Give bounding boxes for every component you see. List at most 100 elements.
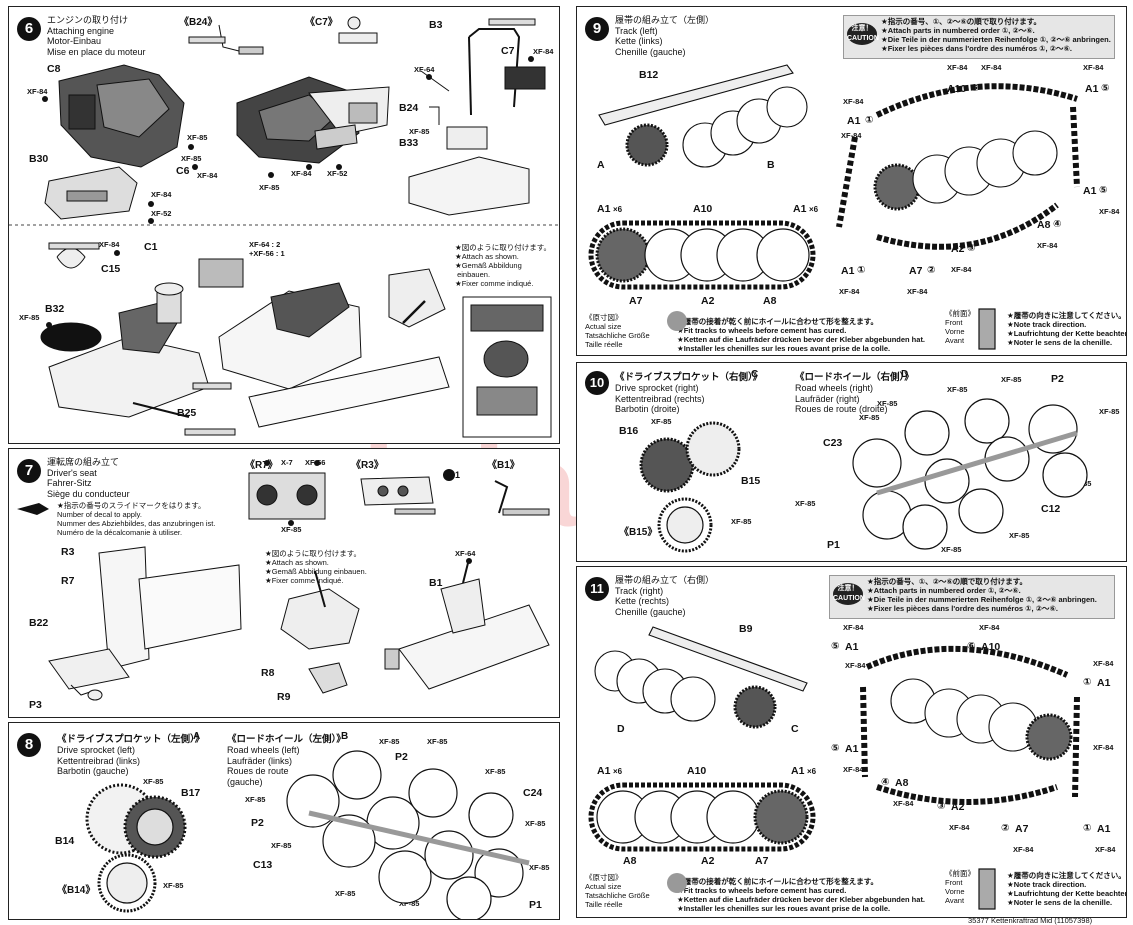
part-label: R7 xyxy=(61,575,75,587)
step-6-sub-c7: 《C7》 xyxy=(305,17,338,28)
paint-code: XF-85 xyxy=(1001,375,1022,384)
part-label: A8 xyxy=(1037,219,1051,231)
paint-code: XF-84 xyxy=(1083,63,1104,72)
decal-number: 1 xyxy=(455,470,461,480)
part-label: A1 xyxy=(597,203,611,215)
step-10-number: 10 xyxy=(585,371,609,395)
order-number: ② xyxy=(927,265,936,276)
step-8-number: 8 xyxy=(17,733,41,757)
multiplier: ×6 xyxy=(613,767,623,776)
step-7-sub-r3: 《R3》 xyxy=(351,460,384,471)
paint-code: XF-85 xyxy=(259,183,280,192)
order-number: ③ xyxy=(937,801,946,812)
paint-code: XF-84 xyxy=(947,63,968,72)
part-label: C7 xyxy=(501,45,515,57)
step-9-tip: ★履帯の接着が乾く前にホイールに合わせて形を整えます。 ★Fit tracks … xyxy=(677,317,926,353)
part-label: D xyxy=(617,723,625,735)
paint-code: XF-84 xyxy=(949,823,970,832)
step-8-desc-a: Drive sprocket (left) Kettentreibrad (li… xyxy=(57,745,141,776)
step-7-decal-note: ★指示の番号のスライドマークをはります。 Number of decal to … xyxy=(57,501,216,537)
step-11-caution-badge: 注意！ CAUTION xyxy=(833,583,865,605)
paint-code: XF-84 xyxy=(843,765,864,774)
order-number: ④ xyxy=(1053,219,1062,230)
paint-code: XF-85 xyxy=(795,499,816,508)
part-label: P1 xyxy=(827,539,840,551)
step-9-caution-box xyxy=(843,15,1115,59)
paint-code: XF-85 xyxy=(529,863,550,872)
paint-code: XF-85 xyxy=(271,841,292,850)
part-label: A1 xyxy=(845,641,859,653)
step-10-desc-a: Drive sprocket (right) Kettentreibrad (r… xyxy=(615,383,705,414)
part-label: C6 xyxy=(176,165,190,177)
part-label: A xyxy=(597,159,605,171)
part-label: P2 xyxy=(251,817,264,829)
order-number: ⑤ xyxy=(831,641,840,652)
step-8-drawing xyxy=(85,750,530,919)
paint-code: XF-85 xyxy=(859,413,880,422)
part-label: B15 xyxy=(741,475,761,487)
part-label: B16 xyxy=(619,425,639,437)
part-label: A8 xyxy=(895,777,909,789)
step-11-caution-box xyxy=(829,575,1115,619)
paint-code: XF-85 xyxy=(409,127,430,136)
step-11-drawing xyxy=(588,626,1080,910)
order-number: ① xyxy=(857,265,866,276)
paint-code: XF-84 xyxy=(291,169,312,178)
part-label: P2 xyxy=(1051,373,1064,385)
part-label: B12 xyxy=(639,69,659,81)
paint-code: XF-64 xyxy=(414,65,435,74)
part-label: B32 xyxy=(45,303,65,315)
part-label: B33 xyxy=(399,137,419,149)
step-8-desc-b: Road wheels (left) Laufräder (links) Rou… xyxy=(227,745,300,787)
part-label: A1 xyxy=(1097,823,1111,835)
step-9-title: 履帯の組み立て（左側） Track (left) Kette (links) C… xyxy=(615,15,715,57)
front-label: 《前面》 Front Vorne Avant xyxy=(945,309,975,345)
step-6-panel: 6 エンジンの取り付け Attaching engine Motor-Einba… xyxy=(8,6,560,444)
step-10-title-a: 《ドライブスプロケット（右側）》 xyxy=(615,372,763,383)
paint-code: XF-52 xyxy=(327,169,348,178)
part-label: P1 xyxy=(529,899,542,911)
part-label: A7 xyxy=(1015,823,1029,835)
paint-code: XF-84 xyxy=(951,265,972,274)
paint-code: XF-84 xyxy=(979,623,1000,632)
paint-code: XF-84 xyxy=(1013,845,1034,854)
paint-code: XF-85 xyxy=(731,517,752,526)
paint-code: XF-84 xyxy=(843,97,864,106)
step-7-panel: 7 運転席の組み立て Driver's seat Fahrer-Sitz Siè… xyxy=(8,448,560,718)
paint-code: XF-84 xyxy=(843,623,864,632)
part-label: A1 xyxy=(1083,185,1097,197)
part-label: C23 xyxy=(823,437,843,449)
part-label: C8 xyxy=(47,63,61,75)
actual-size: 《原寸図》 Actual size Tatsächliche Größe Tai… xyxy=(585,873,650,909)
paint-code: XF-84 xyxy=(839,287,860,296)
part-label: C12 xyxy=(1041,503,1061,515)
part-label: A2 xyxy=(701,855,715,867)
step-6-number: 6 xyxy=(17,17,41,41)
part-label: R9 xyxy=(277,691,291,703)
order-number: ⑤ xyxy=(1099,185,1108,196)
paint-code: XF-85 xyxy=(1099,407,1120,416)
paint-code: XF-84 xyxy=(99,240,120,249)
part-label: A7 xyxy=(755,855,769,867)
part-label: B30 xyxy=(29,153,49,165)
step-11-tip: ★履帯の接着が乾く前にホイールに合わせて形を整えます。 ★Fit tracks … xyxy=(677,877,926,913)
part-label: B17 xyxy=(181,787,201,799)
paint-code: XF-85 xyxy=(163,881,184,890)
step-10-title-b: 《ロードホイール（右側）》 xyxy=(795,372,914,383)
order-number: ① xyxy=(1083,677,1092,688)
part-label: C24 xyxy=(523,787,543,799)
paint-code: XF-84 xyxy=(841,131,862,140)
step-7-sub-b1: 《B1》 xyxy=(487,460,520,471)
step-6-title: エンジンの取り付け Attaching engine Motor-Einbau … xyxy=(47,15,146,57)
step-9-caution-text: ★指示の番号、①、②〜⑥の順で取り付けます。 ★Attach parts in … xyxy=(881,17,1111,53)
paint-code: XF-64 xyxy=(455,549,476,558)
step-9-caution-badge: 注意！ CAUTION xyxy=(847,23,879,45)
paint-code: XF-85 xyxy=(427,737,448,746)
paint-code: XF-84 xyxy=(533,47,554,56)
step-11-panel: 11 履帯の組み立て（右側） Track (right) Kette (rech… xyxy=(576,566,1127,918)
step-7-title: 運転席の組み立て Driver's seat Fahrer-Sitz Siège… xyxy=(47,457,130,499)
part-label: B9 xyxy=(739,623,753,635)
paint-code: XF-85 xyxy=(947,385,968,394)
step-10-desc-b: Road wheels (right) Laufräder (right) Ro… xyxy=(795,383,888,414)
step-9-drawing xyxy=(588,64,1080,350)
